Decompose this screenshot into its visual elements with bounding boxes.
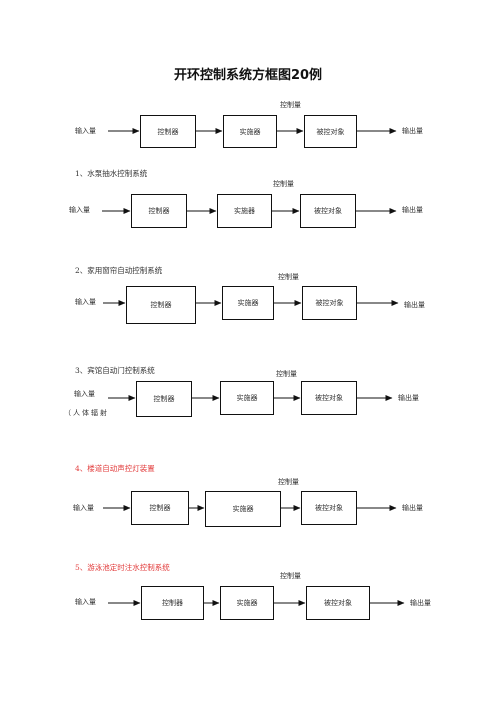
controlled-object-block: 被控对象 — [302, 286, 357, 320]
actuator-block: 实施器 — [222, 286, 274, 320]
output-label: 输出量 — [398, 394, 419, 402]
section-heading: 3、宾馆自动门控制系统 — [75, 366, 155, 375]
actuator-block: 实施器 — [220, 586, 274, 620]
output-label: 输出量 — [402, 127, 423, 135]
section-heading: 4、楼道自动声控灯装置 — [75, 464, 155, 473]
input-label: 输入量 — [74, 390, 95, 398]
control-label: 控制量 — [280, 101, 301, 109]
output-label: 输出量 — [410, 599, 431, 607]
input-label: 输入量 — [73, 504, 94, 512]
section-heading: 5、游泳池定时注水控制系统 — [75, 563, 170, 572]
controlled-object-block: 被控对象 — [301, 491, 357, 525]
input-label: 输入量 — [69, 206, 90, 214]
control-label: 控制量 — [273, 180, 294, 188]
controller-block: 控制器 — [126, 286, 196, 324]
output-label: 输出量 — [404, 301, 425, 309]
actuator-block: 实施器 — [220, 381, 274, 415]
input-label: 输入量 — [75, 598, 96, 606]
control-label: 控制量 — [278, 478, 299, 486]
controller-block: 控制器 — [140, 115, 196, 148]
control-label: 控制量 — [278, 273, 299, 281]
controller-block: 控制器 — [141, 586, 204, 620]
page-title: 开环控制系统方框图20例 — [173, 68, 323, 83]
controlled-object-block: 被控对象 — [304, 115, 357, 148]
control-label: 控制量 — [280, 572, 301, 580]
controller-block: 控制器 — [131, 194, 187, 228]
input-sublabel: （人体辐射 — [64, 409, 109, 417]
input-label: 输入量 — [75, 127, 96, 135]
actuator-block: 实施器 — [223, 115, 277, 148]
controller-block: 控制器 — [131, 491, 189, 525]
section-heading: 2、家用窗帘自动控制系统 — [75, 266, 163, 275]
actuator-block: 实施器 — [217, 194, 272, 228]
output-label: 输出量 — [402, 206, 423, 214]
controller-block: 控制器 — [136, 381, 192, 417]
section-heading: 1、水泵抽水控制系统 — [75, 169, 148, 178]
output-label: 输出量 — [402, 504, 423, 512]
actuator-block: 实施器 — [205, 491, 281, 527]
controlled-object-block: 被控对象 — [306, 586, 370, 620]
controlled-object-block: 被控对象 — [301, 381, 357, 415]
controlled-object-block: 被控对象 — [300, 194, 356, 228]
input-label: 输入量 — [75, 298, 96, 306]
control-label: 控制量 — [276, 370, 297, 378]
